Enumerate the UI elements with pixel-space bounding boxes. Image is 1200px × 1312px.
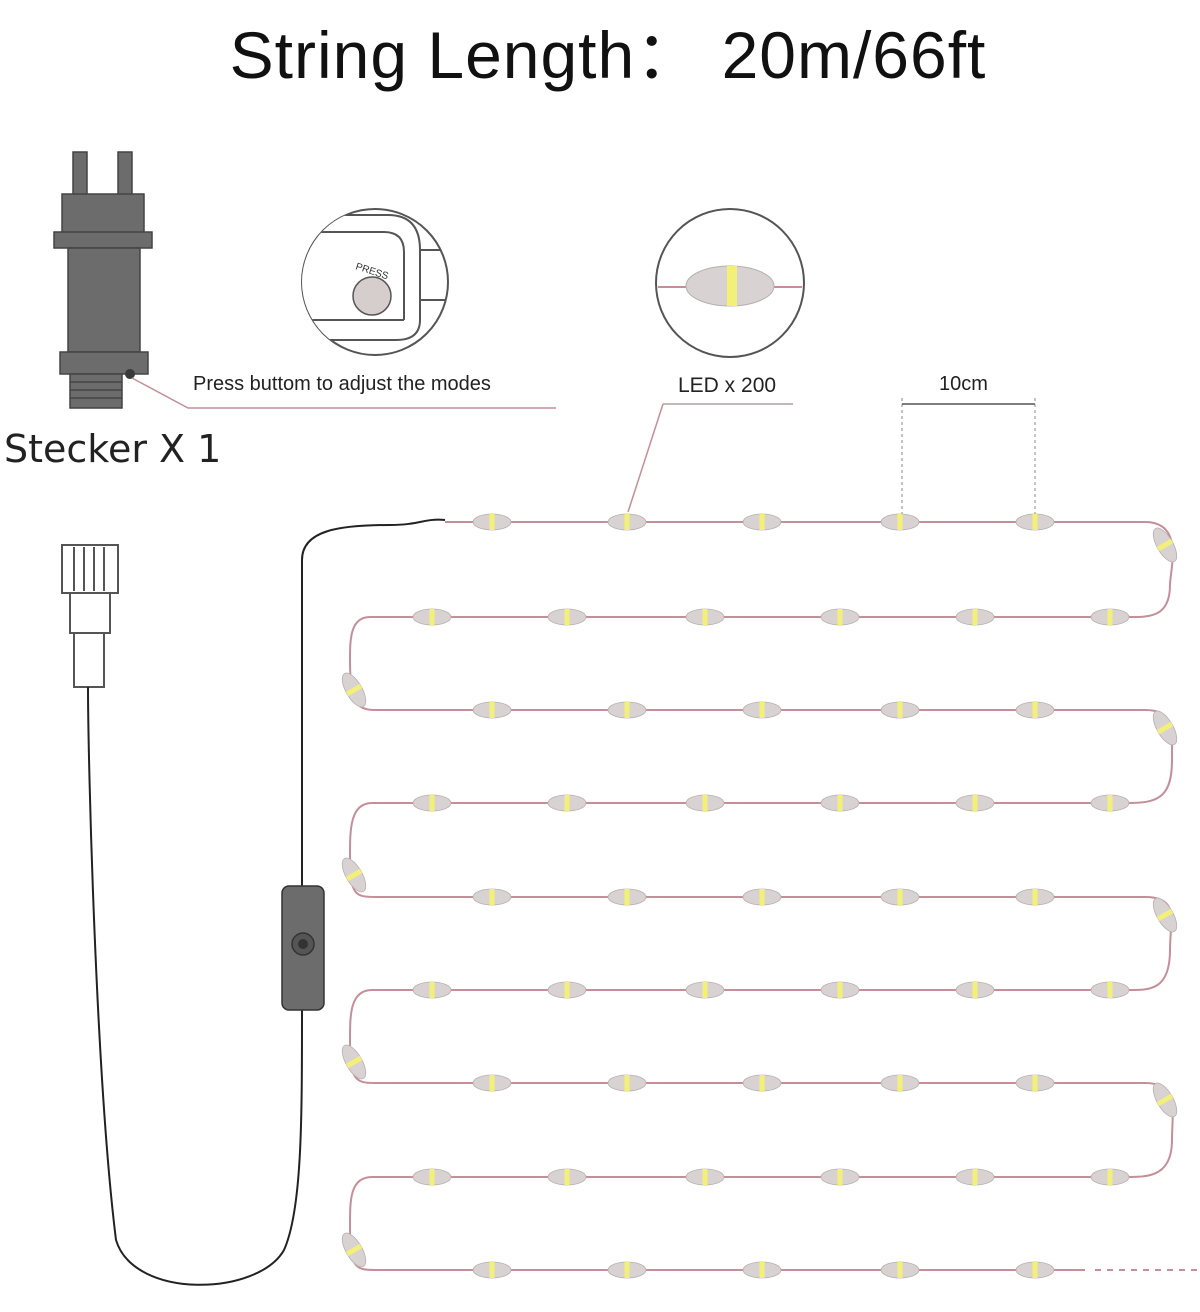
spacing-dimension xyxy=(901,398,1036,514)
led-bulb xyxy=(341,1044,367,1080)
led-bulb xyxy=(880,701,920,719)
led-bulb xyxy=(742,1074,782,1092)
led-bulb xyxy=(1090,1168,1130,1186)
led-bulb xyxy=(412,981,452,999)
led-bulb xyxy=(955,981,995,999)
led-bulb xyxy=(547,608,587,626)
led-bulb xyxy=(1090,608,1130,626)
usb-connector-icon xyxy=(61,544,119,688)
led-bulb xyxy=(1015,701,1055,719)
led-bulb xyxy=(742,513,782,531)
page-title: String Length： 20m/66ft xyxy=(229,18,987,92)
usb-cable xyxy=(87,686,303,1286)
led-bulb xyxy=(820,608,860,626)
led-bulb xyxy=(742,1261,782,1279)
led-bulb xyxy=(1015,1261,1055,1279)
led-bulb xyxy=(880,1074,920,1092)
led-bulb xyxy=(607,513,647,531)
led-bulb xyxy=(955,794,995,812)
led-bulb xyxy=(1152,527,1178,563)
led-bulb xyxy=(472,1074,512,1092)
led-bulb xyxy=(955,1168,995,1186)
spacing-label: 10cm xyxy=(939,373,988,395)
led-bulb xyxy=(547,981,587,999)
led-bulb xyxy=(472,513,512,531)
led-bulb xyxy=(341,857,367,893)
led-bulb xyxy=(880,888,920,906)
controller-button-icon: PRESS xyxy=(301,208,449,356)
led-bulb xyxy=(412,608,452,626)
led-bulb xyxy=(1015,513,1055,531)
led-bulb xyxy=(820,1168,860,1186)
led-bulb xyxy=(685,981,725,999)
led-callout-label: LED x 200 xyxy=(678,374,776,397)
led-bulb xyxy=(685,1168,725,1186)
led-bulb xyxy=(685,608,725,626)
inline-switch-icon xyxy=(281,518,446,1011)
led-bulb xyxy=(472,888,512,906)
led-bulb xyxy=(341,1232,367,1268)
led-bulb xyxy=(880,1261,920,1279)
led-bulb xyxy=(820,794,860,812)
led-bulb-icon xyxy=(655,208,805,358)
power-adapter-icon xyxy=(53,151,153,409)
led-bulb xyxy=(341,672,367,708)
led-bulb xyxy=(1015,888,1055,906)
led-bulb xyxy=(607,1074,647,1092)
led-bulb xyxy=(607,1261,647,1279)
led-bulb xyxy=(1152,897,1178,933)
led-bulb xyxy=(1015,1074,1055,1092)
led-bulb xyxy=(955,608,995,626)
adapter-label: Stecker X 1 xyxy=(4,427,221,471)
led-bulb xyxy=(607,701,647,719)
led-bulb xyxy=(820,981,860,999)
led-bulb xyxy=(547,794,587,812)
led-bulb xyxy=(1090,794,1130,812)
led-bulb xyxy=(412,794,452,812)
led-bulb xyxy=(880,513,920,531)
led-bulb xyxy=(472,701,512,719)
led-bulb xyxy=(1152,1082,1178,1118)
button-callout-line xyxy=(131,377,556,409)
led-bulb xyxy=(1090,981,1130,999)
led-bulbs xyxy=(341,513,1178,1279)
led-bulb xyxy=(1152,710,1178,746)
led-wire xyxy=(348,521,1174,1271)
led-bulb xyxy=(742,888,782,906)
led-callout-pointer xyxy=(627,403,664,513)
led-bulb xyxy=(742,701,782,719)
led-bulb xyxy=(472,1261,512,1279)
led-bulb xyxy=(412,1168,452,1186)
led-bulb xyxy=(685,794,725,812)
led-bulb xyxy=(547,1168,587,1186)
led-bulb xyxy=(607,888,647,906)
button-callout-label: Press buttom to adjust the modes xyxy=(193,373,491,395)
